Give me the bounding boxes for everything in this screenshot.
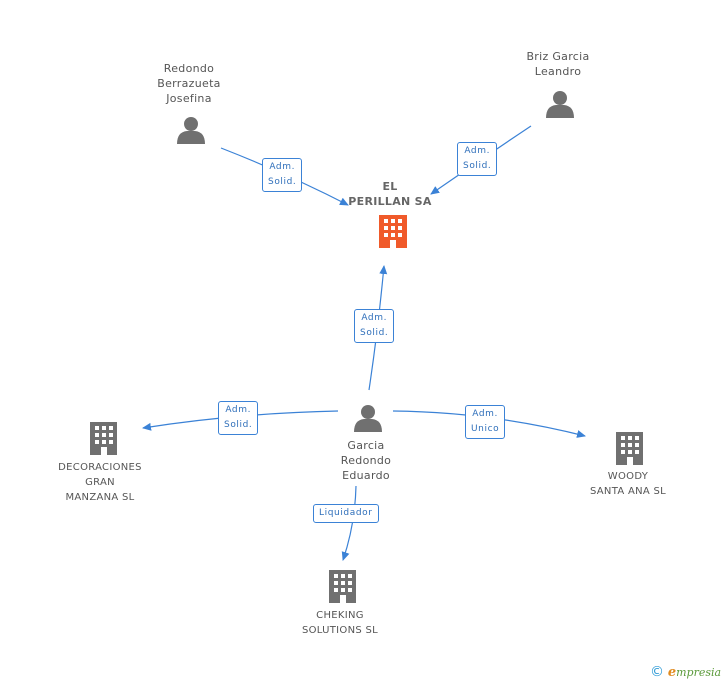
- brand-logo: empresia: [667, 665, 722, 680]
- building-icon[interactable]: [616, 432, 643, 465]
- edge-label-line: Adm.: [269, 162, 296, 172]
- edge-label-line: Solid.: [463, 161, 492, 171]
- person-label-briz-garcia[interactable]: Briz Garcia Leandro: [508, 49, 608, 79]
- label-line: GRAN: [85, 477, 115, 488]
- focus-company-label[interactable]: EL PERILLAN SA: [340, 179, 440, 209]
- label-line: CHEKING: [316, 610, 364, 621]
- company-label-decoraciones[interactable]: DECORACIONES GRAN MANZANA SL: [40, 460, 160, 505]
- company-label-cheking[interactable]: CHEKING SOLUTIONS SL: [280, 608, 400, 638]
- edge-label-garcia-to-cheking: Liquidador: [313, 504, 379, 523]
- edge-label-line: Adm.: [464, 146, 491, 156]
- label-line: Josefina: [166, 92, 212, 105]
- building-icon[interactable]: [329, 570, 356, 603]
- edge-label-line: Unico: [471, 424, 500, 434]
- person-label-redondo-berrazueta[interactable]: Redondo Berrazueta Josefina: [139, 61, 239, 106]
- label-line: EL: [382, 180, 398, 193]
- label-line: PERILLAN SA: [348, 195, 432, 208]
- edge-label-line: Solid.: [360, 328, 389, 338]
- empresia-watermark: © empresia: [650, 664, 721, 680]
- edge-label-redondo-to-focus: Adm. Solid.: [262, 158, 303, 192]
- person-icon[interactable]: [546, 91, 574, 118]
- edge-label-line: Liquidador: [319, 508, 373, 518]
- label-line: WOODY: [607, 471, 649, 482]
- brand-initial: e: [667, 665, 677, 680]
- person-label-garcia-redondo[interactable]: Garcia Redondo Eduardo: [316, 438, 416, 483]
- building-icon-focus[interactable]: [379, 215, 407, 248]
- edge-label-line: Adm.: [361, 313, 388, 323]
- company-label-woody[interactable]: WOODY SANTA ANA SL: [568, 469, 688, 499]
- label-line: Leandro: [534, 65, 582, 78]
- label-line: Redondo: [163, 62, 215, 75]
- label-line: DECORACIONES: [58, 462, 142, 473]
- edge-label-garcia-to-woody: Adm. Unico: [465, 405, 506, 439]
- label-line: MANZANA SL: [65, 492, 135, 503]
- label-line: SANTA ANA SL: [589, 486, 667, 497]
- person-icon[interactable]: [177, 117, 205, 144]
- edge-label-line: Solid.: [268, 177, 297, 187]
- edge-label-garcia-to-decoraciones: Adm. Solid.: [218, 401, 259, 435]
- label-line: SOLUTIONS SL: [301, 625, 379, 636]
- building-icon[interactable]: [90, 422, 117, 455]
- brand-rest: mpresia: [676, 666, 722, 679]
- copyright-symbol: ©: [650, 664, 664, 680]
- edge-garcia-to-cheking: [341, 485, 357, 561]
- edge-label-line: Solid.: [224, 420, 253, 430]
- label-line: Briz Garcia: [526, 50, 590, 63]
- edge-label-line: Adm.: [472, 409, 498, 419]
- label-line: Garcia: [347, 439, 385, 452]
- person-icon[interactable]: [354, 405, 382, 432]
- edge-label-line: Adm.: [225, 405, 252, 415]
- label-line: Eduardo: [342, 469, 390, 482]
- label-line: Berrazueta: [157, 77, 221, 90]
- label-line: Redondo: [340, 454, 392, 467]
- edge-label-briz-to-focus: Adm. Solid.: [457, 142, 498, 176]
- edge-label-garcia-to-focus: Adm. Solid.: [354, 309, 395, 343]
